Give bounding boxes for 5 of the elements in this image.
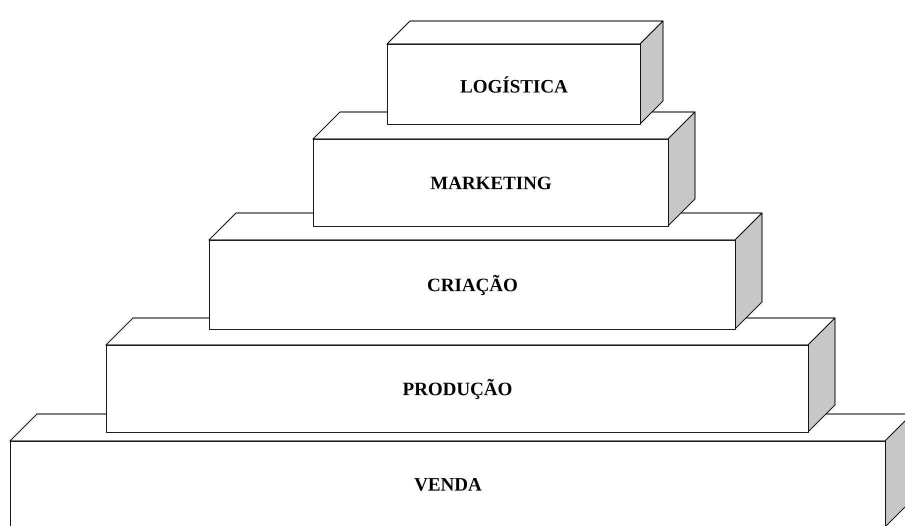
node-label: VENDA bbox=[414, 478, 482, 491]
pyramid-block: CRIAÇÃO bbox=[208, 212, 762, 330]
pyramid-block: MARKETING bbox=[312, 112, 696, 227]
pyramid-block: LOGÍSTICA bbox=[386, 20, 664, 125]
pyramid-block: PRODUÇÃO bbox=[106, 318, 836, 433]
